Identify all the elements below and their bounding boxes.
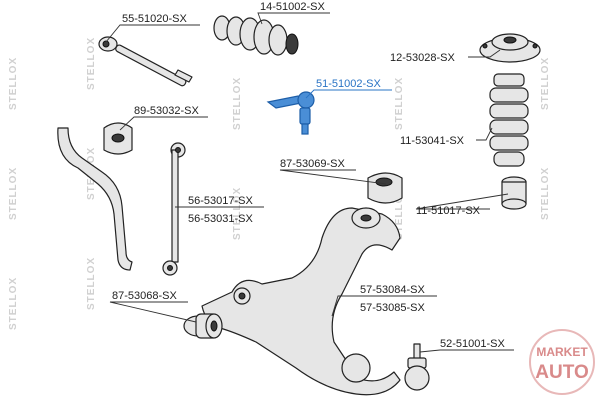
stabilizer-link-part [162,142,186,276]
part-number-label[interactable]: 57-53085-SX [360,302,425,314]
arm-bushing-front-part [183,313,223,339]
watermark-text: STELLOX [8,57,19,110]
part-number-label[interactable]: 87-53069-SX [280,158,345,170]
stabilizer-bar-part [57,127,133,271]
tie-rod-end-part [266,91,315,135]
leader-lines [105,12,514,353]
watermark-text: STELLOX [232,187,243,240]
arm-bushing-rear-part [367,172,403,204]
part-number-label[interactable]: 11-53041-SX [400,135,465,147]
watermark-text: STELLOX [540,57,551,110]
part-number-label[interactable]: 14-51002-SX [260,1,325,13]
watermark-text: STELLOX [394,187,405,240]
stabilizer-bushing-part [103,122,133,155]
part-number-label[interactable]: 11-51017-SX [416,205,481,217]
badge-line2: AUTO [535,362,588,383]
watermark-layer: STELLOX STELLOX STELLOX STELLOX STELLOX … [8,37,551,330]
ball-joint-part [404,343,430,391]
steering-boot-part [213,15,299,56]
part-number-label-highlighted[interactable]: 51-51002-SX [316,78,381,90]
watermark-text: STELLOX [86,37,97,90]
dust-boot-part [489,73,529,167]
part-number-label[interactable]: 55-51020-SX [122,13,187,25]
watermark-text: STELLOX [8,277,19,330]
strut-mount-part [479,33,541,63]
part-number-label[interactable]: 89-53032-SX [134,105,199,117]
tie-rod-part [98,36,193,87]
watermark-text: STELLOX [8,167,19,220]
part-number-label[interactable]: 52-51001-SX [440,338,505,350]
part-number-label[interactable]: 56-53017-SX [188,195,253,207]
watermark-text: STELLOX [540,167,551,220]
watermark-text: STELLOX [394,77,405,130]
watermark-text: STELLOX [232,77,243,130]
watermark-text: STELLOX [86,257,97,310]
control-arm-part [201,207,401,396]
part-number-label[interactable]: 12-53028-SX [390,52,455,64]
badge-line1: MARKET [536,345,588,359]
part-number-label[interactable]: 56-53031-SX [188,213,253,225]
part-number-label[interactable]: 57-53084-SX [360,284,425,296]
bump-stop-part [501,176,527,210]
part-labels: 55-51020-SX 14-51002-SX 12-53028-SX 51-5… [112,1,505,350]
part-number-label[interactable]: 87-53068-SX [112,290,177,302]
market-auto-badge: MARKET AUTO [529,329,595,395]
